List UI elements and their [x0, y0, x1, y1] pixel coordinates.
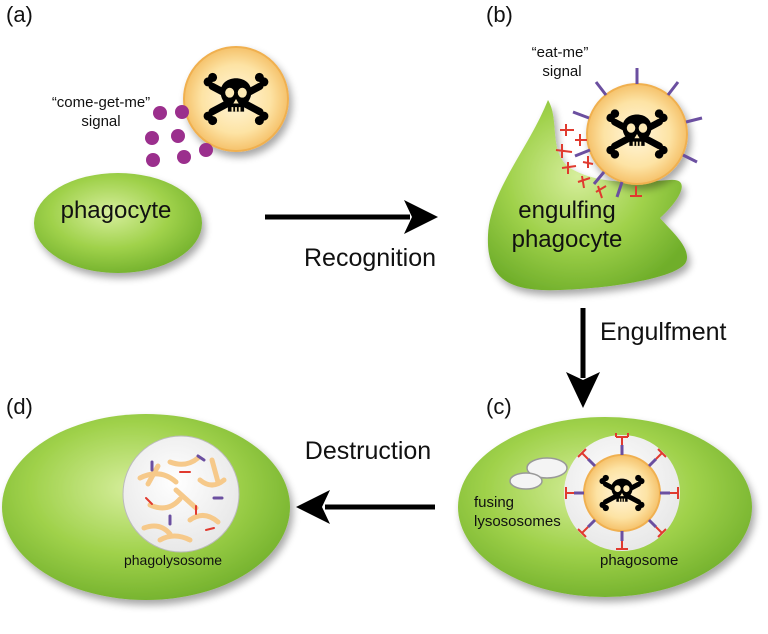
engulfing-phagocyte-cell	[487, 100, 688, 291]
recognition-arrow	[265, 200, 438, 234]
degraded-debris	[137, 454, 227, 543]
phagocyte-label: phagocyte	[61, 197, 172, 224]
phagosome-receptors	[565, 433, 679, 550]
panel-b-label: (b)	[486, 2, 513, 27]
eat-me-signal-ligands	[572, 68, 703, 198]
panel-a-label: (a)	[6, 2, 33, 27]
phagocyte-receptors	[555, 124, 642, 199]
phagocyte-cell	[34, 173, 202, 273]
come-get-me-signal-label-line2: signal	[81, 113, 120, 130]
recognition-label: Recognition	[304, 244, 436, 272]
engulfment-arrow	[566, 308, 600, 408]
engulfment-label: Engulfment	[600, 318, 727, 346]
panel-d: (d)	[2, 394, 290, 600]
panel-a: (a) phagocyte “come-get-me” signal	[6, 2, 289, 273]
panel-d-label: (d)	[6, 394, 33, 419]
destruction-arrow	[296, 490, 435, 524]
fusing-lysosomes-label-line2: lysososomes	[474, 513, 561, 530]
lysosome	[526, 457, 568, 479]
phagolysosome-label: phagolysosome	[124, 552, 222, 568]
engulfing-phagocyte-label-line2: phagocyte	[512, 226, 623, 253]
engulfing-phagocyte-label-line1: engulfing	[518, 197, 615, 224]
come-get-me-signal-label-line1: “come-get-me”	[52, 94, 150, 111]
panel-c: (c) fusing lyso	[458, 394, 752, 597]
eat-me-signal-label-line1: “eat-me”	[532, 44, 589, 61]
phagosome-label: phagosome	[600, 552, 678, 569]
destruction-label: Destruction	[305, 437, 431, 465]
eat-me-signal-label-line2: signal	[542, 63, 581, 80]
lysosome	[509, 472, 543, 490]
phagosome-ligands	[574, 445, 670, 541]
fusing-lysosomes-label-line1: fusing	[474, 494, 514, 511]
panel-b: (b) “eat-me” signal	[486, 2, 703, 291]
come-get-me-signal-molecules	[145, 105, 213, 167]
panel-c-label: (c)	[486, 394, 512, 419]
